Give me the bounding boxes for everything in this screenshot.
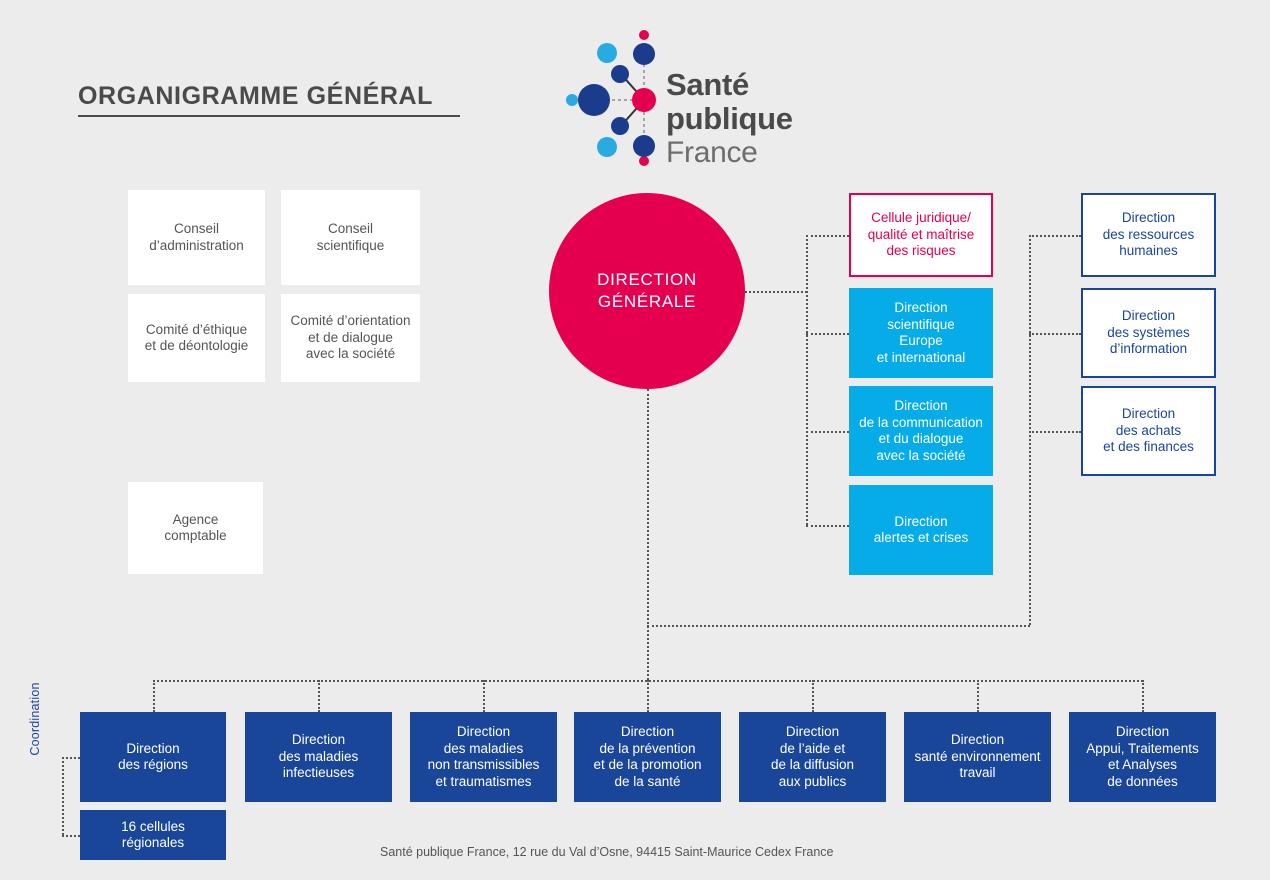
connector-center-to-bus: [647, 389, 649, 680]
coordination-bracket-top: [62, 757, 80, 759]
logo-line-3: France: [666, 136, 758, 169]
connector-drop-2: [318, 680, 320, 712]
logo-line-1: Santé: [666, 67, 749, 102]
connector-middle-trunk: [806, 235, 808, 525]
title-underline: [78, 115, 460, 117]
connector-drop-7: [1142, 680, 1144, 712]
logo-line-2: publique: [666, 101, 793, 136]
connector-drop-6: [977, 680, 979, 712]
coordination-bracket-vertical: [62, 757, 64, 835]
logo: Santé publique France: [566, 28, 806, 169]
connector-to-direction-scientifique: [806, 333, 849, 335]
connector-drop-4: [647, 680, 649, 712]
coordination-label: Coordination: [28, 682, 42, 756]
connector-to-cellule-juridique: [806, 235, 849, 237]
logo-wordmark: Santé publique France: [666, 68, 816, 170]
connector-to-direction-achats: [1029, 431, 1081, 433]
connector-to-direction-alertes: [806, 525, 849, 527]
page-title: ORGANIGRAMME GÉNÉRAL: [78, 82, 434, 110]
logo-mark-icon: [566, 30, 656, 166]
connector-drop-3: [483, 680, 485, 712]
connector-circle-to-middle: [745, 291, 807, 293]
footer-address: Santé publique France, 12 rue du Val d’O…: [380, 845, 834, 859]
connector-right-trunk: [1029, 235, 1031, 625]
connector-drop-1: [153, 680, 155, 712]
connector-right-return: [647, 625, 1030, 627]
connector-to-direction-rh: [1029, 235, 1081, 237]
coordination-bracket-bottom: [62, 835, 80, 837]
connector-drop-5: [812, 680, 814, 712]
connector-to-direction-communication: [806, 431, 849, 433]
connector-to-direction-si: [1029, 333, 1081, 335]
